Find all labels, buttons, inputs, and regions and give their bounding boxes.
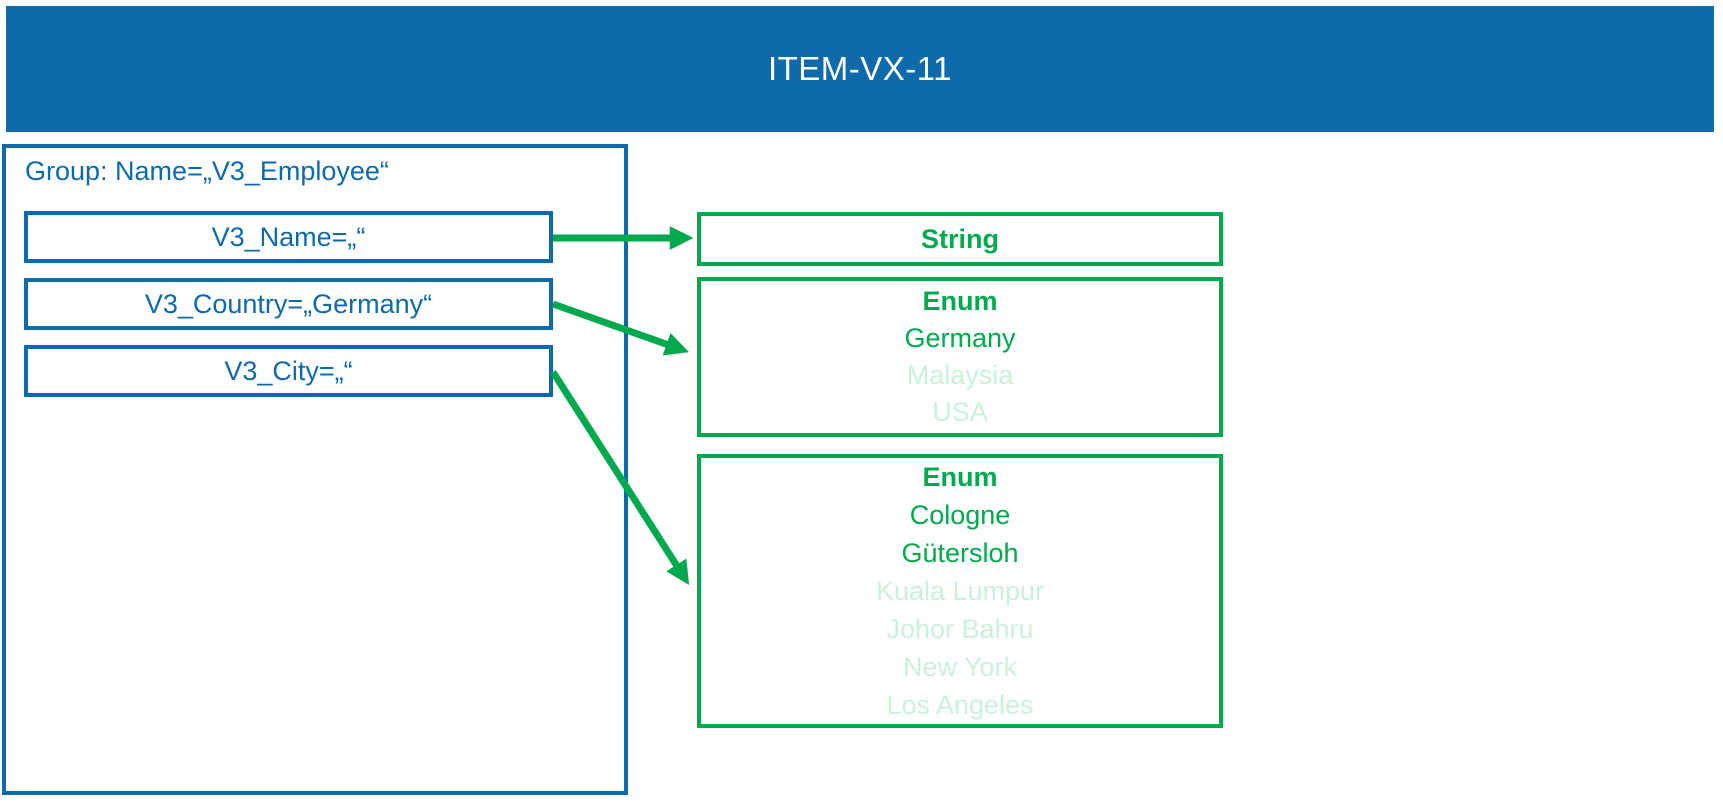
enum-entry: Germany <box>904 323 1016 353</box>
field-label: V3_Country=„Germany“ <box>144 288 433 319</box>
type-title: Enum <box>922 462 998 492</box>
field-box-v3-country: V3_Country=„Germany“ <box>24 278 553 330</box>
type-box-enum-country: Enum Germany Malaysia USA <box>697 277 1223 437</box>
enum-entry: New York <box>902 652 1018 682</box>
field-label: V3_City=„“ <box>224 355 353 386</box>
field-label: V3_Name=„“ <box>211 221 366 252</box>
field-box-v3-city: V3_City=„“ <box>24 345 553 397</box>
enum-entry: Johor Bahru <box>886 614 1034 644</box>
type-title: String <box>921 223 999 254</box>
type-title: Enum <box>922 286 998 316</box>
title-bar: ITEM-VX-11 <box>6 6 1714 132</box>
field-box-v3-name: V3_Name=„“ <box>24 211 553 263</box>
enum-entry: Malaysia <box>906 360 1014 390</box>
type-box-enum-city: Enum Cologne Gütersloh Kuala Lumpur Joho… <box>697 454 1223 728</box>
enum-entry: USA <box>932 397 988 427</box>
enum-entry: Los Angeles <box>886 690 1034 720</box>
page-title: ITEM-VX-11 <box>767 50 953 87</box>
type-box-string: String <box>697 212 1223 266</box>
group-title: Group: Name=„V3_Employee“ <box>25 156 389 186</box>
enum-entry: Cologne <box>909 500 1011 530</box>
enum-entry: Kuala Lumpur <box>875 576 1045 606</box>
enum-entry: Gütersloh <box>901 538 1019 568</box>
